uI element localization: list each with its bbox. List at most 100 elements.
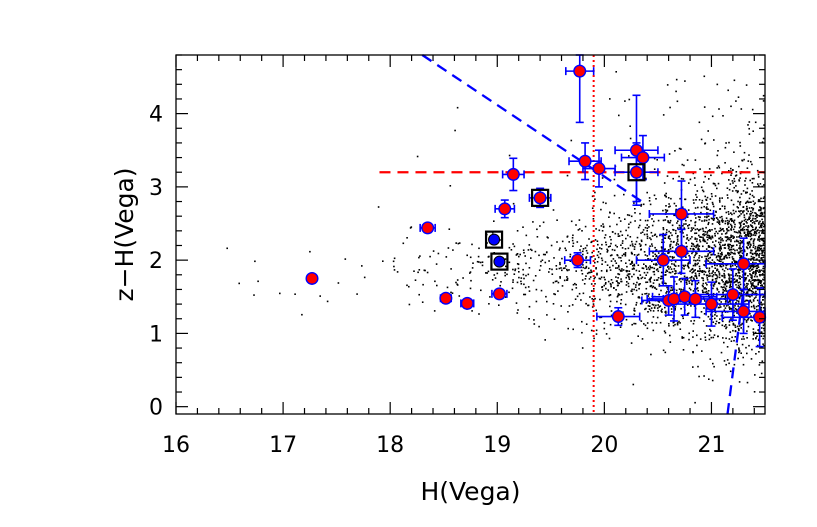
field-point xyxy=(625,229,627,232)
field-point xyxy=(725,211,728,214)
field-point xyxy=(708,246,711,248)
field-point xyxy=(680,288,682,291)
field-point xyxy=(719,201,721,203)
field-point xyxy=(610,260,613,262)
field-point xyxy=(456,106,459,109)
field-point xyxy=(683,265,685,268)
field-point xyxy=(687,227,690,229)
x-axis-title: H(Vega) xyxy=(420,477,520,506)
field-point xyxy=(756,248,759,250)
field-point xyxy=(759,212,762,215)
field-point xyxy=(585,261,588,264)
field-point xyxy=(648,300,650,303)
field-point xyxy=(736,300,738,302)
field-point xyxy=(739,223,741,225)
field-point xyxy=(511,287,514,290)
field-point xyxy=(699,240,702,243)
field-point xyxy=(624,218,626,220)
field-point xyxy=(673,268,676,270)
x-tick-label: 20 xyxy=(590,433,618,458)
field-point xyxy=(655,304,657,307)
field-point xyxy=(720,301,722,303)
field-point xyxy=(687,225,689,227)
field-point xyxy=(530,257,532,259)
field-point xyxy=(752,291,755,293)
field-point xyxy=(741,252,744,255)
field-point xyxy=(638,270,641,272)
field-point xyxy=(708,272,711,275)
field-point xyxy=(629,137,632,140)
field-point xyxy=(679,271,681,274)
field-point xyxy=(749,273,751,275)
field-point xyxy=(567,327,569,330)
field-point xyxy=(752,328,755,330)
field-point xyxy=(757,283,759,286)
field-point xyxy=(686,279,688,282)
field-point xyxy=(668,271,671,274)
field-point xyxy=(750,319,752,321)
field-point xyxy=(710,193,713,195)
field-point xyxy=(469,272,471,274)
field-point xyxy=(446,286,449,289)
field-point xyxy=(751,252,754,255)
field-point xyxy=(633,246,636,248)
field-point xyxy=(536,236,539,238)
field-point xyxy=(621,293,623,296)
field-point xyxy=(705,207,708,209)
field-point xyxy=(663,182,666,184)
field-point xyxy=(644,243,647,246)
field-point xyxy=(707,246,710,248)
field-point xyxy=(646,255,649,257)
field-point xyxy=(725,264,727,267)
field-point xyxy=(647,305,650,307)
candidate-point xyxy=(305,271,319,285)
field-point xyxy=(707,257,710,260)
field-point xyxy=(739,296,741,299)
field-point xyxy=(692,172,695,175)
field-point xyxy=(605,282,607,284)
field-point xyxy=(655,198,657,200)
field-point xyxy=(610,279,613,281)
field-point xyxy=(517,267,520,270)
field-point xyxy=(226,247,228,250)
field-point xyxy=(471,310,473,312)
field-point xyxy=(690,279,692,281)
field-point xyxy=(649,279,651,281)
field-point xyxy=(751,207,753,209)
field-point xyxy=(653,194,656,197)
field-point xyxy=(688,254,690,257)
field-point xyxy=(685,223,687,225)
field-point xyxy=(762,337,764,340)
field-point xyxy=(748,241,751,243)
field-point xyxy=(711,272,713,275)
field-point xyxy=(581,320,583,323)
field-point xyxy=(755,286,758,288)
field-point xyxy=(516,312,519,314)
field-point xyxy=(594,276,596,279)
field-point xyxy=(718,223,721,226)
field-point xyxy=(701,189,704,192)
field-point xyxy=(607,280,610,283)
field-point xyxy=(617,233,620,235)
field-point xyxy=(763,271,766,273)
field-point xyxy=(751,348,753,351)
field-point xyxy=(691,236,693,238)
field-point xyxy=(707,130,709,132)
field-point xyxy=(584,247,587,249)
field-point xyxy=(691,283,693,285)
field-point xyxy=(600,257,603,260)
field-point xyxy=(733,180,736,183)
field-point xyxy=(758,240,761,242)
field-point xyxy=(721,311,724,314)
field-point xyxy=(628,223,630,225)
y-tick-label: 2 xyxy=(149,249,163,274)
field-point xyxy=(649,203,652,206)
field-point xyxy=(680,148,682,150)
field-point xyxy=(728,254,730,256)
field-point xyxy=(735,272,737,275)
field-point xyxy=(730,229,733,231)
field-point xyxy=(653,157,656,160)
field-point xyxy=(751,276,753,278)
field-point xyxy=(697,289,699,292)
field-point xyxy=(754,274,757,276)
